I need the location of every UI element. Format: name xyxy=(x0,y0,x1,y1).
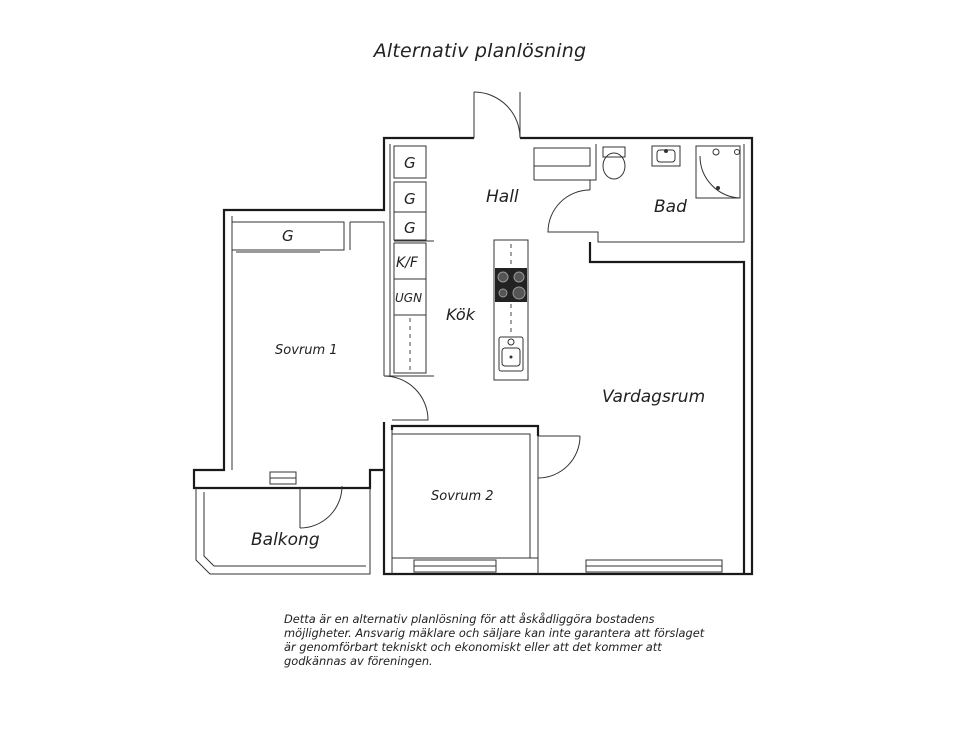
sink-icon xyxy=(651,145,681,167)
disclaimer-line: Detta är en alternativ planlösning för a… xyxy=(284,612,655,626)
bathroom-walls xyxy=(533,144,745,243)
wardrobe-label: G xyxy=(404,219,416,237)
kitchen-island xyxy=(493,239,529,381)
bedroom-1-window xyxy=(269,471,297,485)
shower-icon xyxy=(695,145,741,199)
wardrobe-label: G xyxy=(404,190,416,208)
disclaimer-line: godkännas av föreningen. xyxy=(284,654,433,668)
balcony xyxy=(195,485,371,575)
disclaimer-line: möjligheter. Ansvarig mäklare och säljar… xyxy=(284,626,705,640)
disclaimer-text: Detta är en alternativ planlösning för a… xyxy=(284,612,754,668)
room-label-kok: Kök xyxy=(446,305,476,324)
room-label-sovrum-1: Sovrum 1 xyxy=(275,343,338,358)
bedroom-2-window xyxy=(413,559,497,573)
wardrobe-label: G xyxy=(404,154,416,172)
outer-walls xyxy=(192,136,754,576)
room-label-balkong: Balkong xyxy=(251,530,320,550)
room-label-sovrum-2: Sovrum 2 xyxy=(431,489,494,504)
toilet-icon xyxy=(602,146,626,180)
fridge-freezer-label: K/F xyxy=(396,255,419,271)
wardrobe-label: G xyxy=(282,227,294,245)
living-room-window xyxy=(585,559,723,573)
room-label-vardagsrum: Vardagsrum xyxy=(602,387,705,407)
living-room-walls xyxy=(588,242,746,574)
room-label-bad: Bad xyxy=(654,197,687,217)
entrance-door xyxy=(473,91,521,139)
room-label-hall: Hall xyxy=(486,187,519,207)
kitchen-sink-icon xyxy=(498,336,524,372)
oven-label: UGN xyxy=(395,291,422,305)
hall-wardrobes xyxy=(393,145,434,374)
cooktop-icon xyxy=(495,268,527,302)
disclaimer-line: är genomförbart tekniskt och ekonomiskt … xyxy=(284,640,662,654)
bedroom-2-walls xyxy=(390,424,581,574)
bedroom-1-walls xyxy=(231,221,434,421)
plan-title: Alternativ planlösning xyxy=(373,40,587,62)
